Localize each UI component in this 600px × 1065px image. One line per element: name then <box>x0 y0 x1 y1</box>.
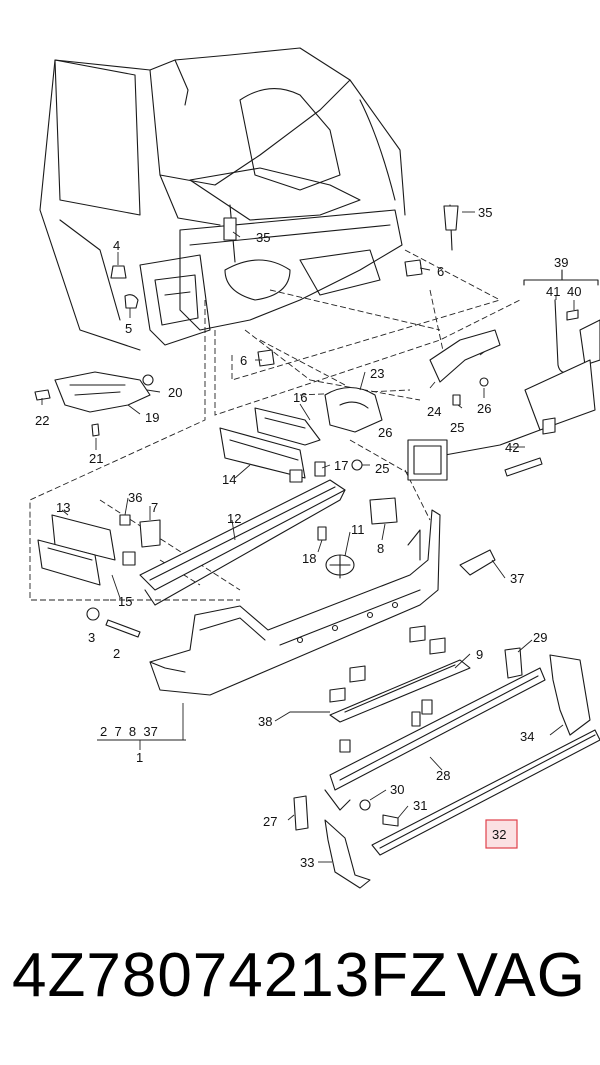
callout-35-b: 35 <box>478 205 492 220</box>
callout-27: 27 <box>263 814 277 829</box>
callout-29: 29 <box>533 630 547 645</box>
callout-32: 32 <box>492 827 506 842</box>
callout-12: 12 <box>227 511 241 526</box>
callout-6-b: 6 <box>437 264 444 279</box>
callout-8: 8 <box>377 541 384 556</box>
callout-28: 28 <box>436 768 450 783</box>
part-2-3-bolt <box>86 607 141 638</box>
callout-5: 5 <box>125 321 132 336</box>
highlight-box-32 <box>485 819 518 849</box>
footer: 4Z78074213FZ VAG <box>0 940 600 1030</box>
callout-9: 9 <box>476 647 483 662</box>
callout-24: 24 <box>427 404 441 419</box>
callout-17: 17 <box>334 458 348 473</box>
part-34-side-guide <box>549 654 591 736</box>
callout-21: 21 <box>89 451 103 466</box>
part-number-text: 4Z78074213FZ <box>12 941 448 1010</box>
callout-33: 33 <box>300 855 314 870</box>
callout-23: 23 <box>370 366 384 381</box>
callout-15: 15 <box>118 594 132 609</box>
part-24-hinge <box>429 329 501 406</box>
callout-20: 20 <box>168 385 182 400</box>
part-32-trim-strip <box>371 729 600 856</box>
callout-37: 37 <box>510 571 524 586</box>
part-9-38-guide <box>329 625 471 753</box>
callout-22: 22 <box>35 413 49 428</box>
part-17-18-fasteners <box>314 459 363 541</box>
callout-25-b: 25 <box>375 461 389 476</box>
callout-18: 18 <box>302 551 316 566</box>
part-1-bumper-cover <box>149 509 441 696</box>
callout-11: 11 <box>351 522 365 537</box>
part-35-bolts <box>223 205 459 241</box>
callout-39: 39 <box>554 255 568 270</box>
part-27-clip <box>293 795 309 831</box>
part-13-15-absorbers <box>37 514 161 586</box>
callout-2: 2 <box>113 646 120 661</box>
part-37-bracket <box>459 549 496 576</box>
part-8-11-sensors <box>325 497 398 579</box>
callout-41: 41 <box>546 284 560 299</box>
callout-leader-lines <box>41 211 575 863</box>
callout-40: 40 <box>567 284 581 299</box>
callout-36: 36 <box>128 490 142 505</box>
part-39-42-cable-assembly <box>407 269 600 481</box>
callout-19: 19 <box>145 410 159 425</box>
vehicle-rear-body <box>39 47 453 351</box>
callout-42: 42 <box>505 440 519 455</box>
group-label-1: 2 7 8 37 <box>100 724 158 739</box>
part-14-reinforcement <box>219 427 306 483</box>
callout-16: 16 <box>293 390 307 405</box>
callout-35-a: 35 <box>256 230 270 245</box>
callout-14: 14 <box>222 472 236 487</box>
callout-25-a: 25 <box>450 420 464 435</box>
part-19-bracket <box>34 371 154 437</box>
callout-13: 13 <box>56 500 70 515</box>
part-4-5-clips <box>110 265 139 309</box>
part-16-lock <box>254 407 321 446</box>
callout-labels: 4 5 35 35 6 6 20 22 19 21 16 23 26 26 24… <box>35 205 581 870</box>
callout-26-a: 26 <box>378 425 392 440</box>
brand-text: VAG <box>456 941 586 1010</box>
exploded-parts-diagram: 4 5 35 35 6 6 20 22 19 21 16 23 26 26 24… <box>29 47 600 889</box>
part-33-side-guide <box>324 819 371 889</box>
part-12-impact-bar <box>139 479 346 606</box>
part-23-latch <box>324 386 383 433</box>
callout-4: 4 <box>113 238 120 253</box>
callout-38: 38 <box>258 714 272 729</box>
part-6-clip-a <box>257 349 275 367</box>
callout-3: 3 <box>88 630 95 645</box>
callout-30: 30 <box>390 782 404 797</box>
part-28-mounting-rail <box>324 667 546 811</box>
part-30-31-screws <box>359 799 399 827</box>
part-29-clip <box>504 647 523 679</box>
callout-7: 7 <box>151 500 158 515</box>
callout-26-b: 26 <box>477 401 491 416</box>
callout-6-a: 6 <box>240 353 247 368</box>
part-6-clip-b <box>404 259 423 277</box>
callout-31: 31 <box>413 798 427 813</box>
callout-1: 1 <box>136 750 143 765</box>
callout-34: 34 <box>520 729 534 744</box>
